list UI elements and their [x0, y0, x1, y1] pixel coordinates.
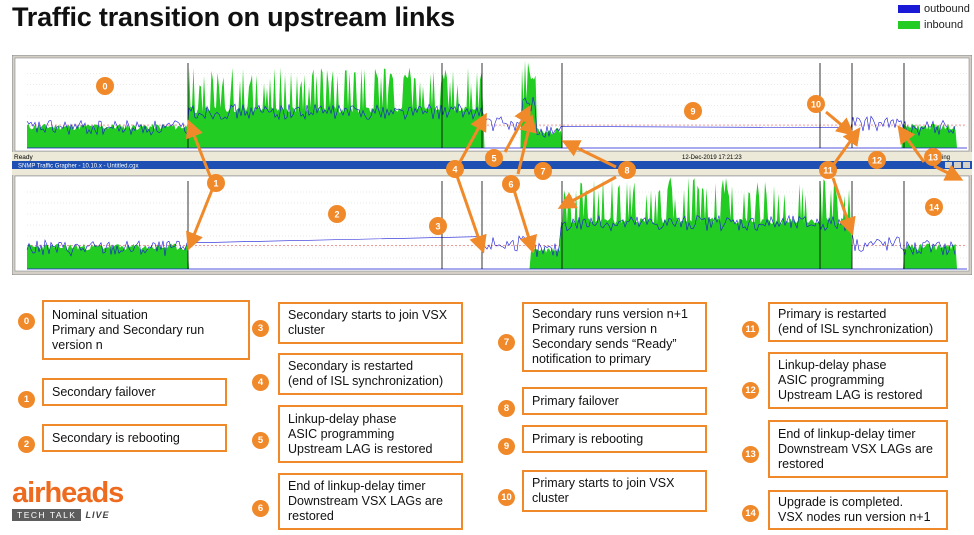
callout-text-4: Secondary is restarted (end of ISL synch…: [288, 359, 444, 388]
legend-label-outbound: outbound: [924, 3, 970, 15]
callout-badge-1: 1: [18, 391, 35, 408]
callout-badge-8: 8: [498, 400, 515, 417]
callout-text-0: Nominal situation Primary and Secondary …: [52, 307, 205, 352]
window-maximize-button: [954, 162, 961, 168]
callout-text-12: Linkup-delay phase ASIC programming Upst…: [778, 358, 923, 402]
logo-live: LIVE: [85, 510, 110, 520]
callout-box-9: Primary is rebooting: [522, 425, 707, 453]
callout-text-10: Primary starts to join VSX cluster: [532, 476, 675, 505]
callout-box-13: End of linkup-delay timer Downstream VSX…: [768, 420, 948, 478]
callout-badge-7: 7: [498, 334, 515, 351]
legend-item-inbound: inbound: [898, 17, 970, 33]
callout-box-4: Secondary is restarted (end of ISL synch…: [278, 353, 463, 395]
callout-text-1: Secondary failover: [52, 384, 156, 399]
legend: outbound inbound: [898, 1, 970, 33]
top-inbound-fill: [27, 60, 967, 148]
callout-badge-4: 4: [252, 374, 269, 391]
callout-box-3: Secondary starts to join VSX cluster: [278, 302, 463, 344]
callout-badge-5: 5: [252, 432, 269, 449]
callout-box-11: Primary is restarted (end of ISL synchro…: [768, 302, 948, 342]
callout-badge-0: 0: [18, 313, 35, 330]
callout-box-1: Secondary failover: [42, 378, 227, 406]
logo-word: airheads: [12, 477, 124, 509]
callout-badge-3: 3: [252, 320, 269, 337]
legend-item-outbound: outbound: [898, 1, 970, 17]
status-time: 12-Dec-2019 17:21:23: [682, 155, 742, 161]
callout-box-5: Linkup-delay phase ASIC programming Upst…: [278, 405, 463, 463]
callout-box-7: Secondary runs version n+1 Primary runs …: [522, 302, 707, 372]
callout-text-14: Upgrade is completed. VSX nodes run vers…: [778, 495, 931, 524]
callout-box-0: Nominal situation Primary and Secondary …: [42, 300, 250, 360]
window-titlebar: [12, 161, 972, 169]
callout-badge-9: 9: [498, 438, 515, 455]
window-minimize-button: [945, 162, 952, 168]
callout-box-12: Linkup-delay phase ASIC programming Upst…: [768, 352, 948, 409]
inbound-swatch: [898, 21, 920, 29]
callout-badge-2: 2: [18, 436, 35, 453]
airheads-logo: airheads TECH TALK LIVE: [12, 477, 124, 521]
legend-label-inbound: inbound: [924, 19, 964, 31]
callout-text-9: Primary is rebooting: [532, 431, 644, 446]
callout-box-10: Primary starts to join VSX cluster: [522, 470, 707, 512]
outbound-swatch: [898, 5, 920, 13]
callout-box-6: End of linkup-delay timer Downstream VSX…: [278, 473, 463, 530]
logo-tag: TECH TALK: [12, 509, 82, 521]
status-ready: Ready: [14, 154, 34, 161]
callout-badge-14: 14: [742, 505, 759, 522]
callout-badge-11: 11: [742, 321, 759, 338]
callout-badge-12: 12: [742, 382, 759, 399]
callout-text-7: Secondary runs version n+1 Primary runs …: [532, 307, 688, 366]
callout-badge-6: 6: [252, 500, 269, 517]
traffic-grapher-screenshot: Ready 12-Dec-2019 17:21:23 Polling SNMP …: [12, 55, 972, 275]
callout-text-11: Primary is restarted (end of ISL synchro…: [778, 307, 934, 336]
callout-text-6: End of linkup-delay timer Downstream VSX…: [288, 479, 443, 523]
callout-badge-10: 10: [498, 489, 515, 506]
callout-text-5: Linkup-delay phase ASIC programming Upst…: [288, 411, 433, 456]
window-close-button: [963, 162, 970, 168]
window-title: SNMP Traffic Grapher - 10.10.x - Untitle…: [18, 164, 139, 170]
callout-box-2: Secondary is rebooting: [42, 424, 227, 452]
callout-text-3: Secondary starts to join VSX cluster: [288, 308, 448, 337]
callout-text-13: End of linkup-delay timer Downstream VSX…: [778, 426, 933, 471]
callout-badge-13: 13: [742, 446, 759, 463]
callout-box-8: Primary failover: [522, 387, 707, 415]
bottom-inbound-fill: [27, 177, 967, 269]
callout-text-8: Primary failover: [532, 393, 619, 408]
callout-text-2: Secondary is rebooting: [52, 430, 180, 445]
top-outbound-line: [26, 96, 967, 149]
status-polling: Polling: [932, 155, 950, 161]
callout-box-14: Upgrade is completed. VSX nodes run vers…: [768, 490, 948, 530]
slide-title: Traffic transition on upstream links: [12, 2, 455, 32]
